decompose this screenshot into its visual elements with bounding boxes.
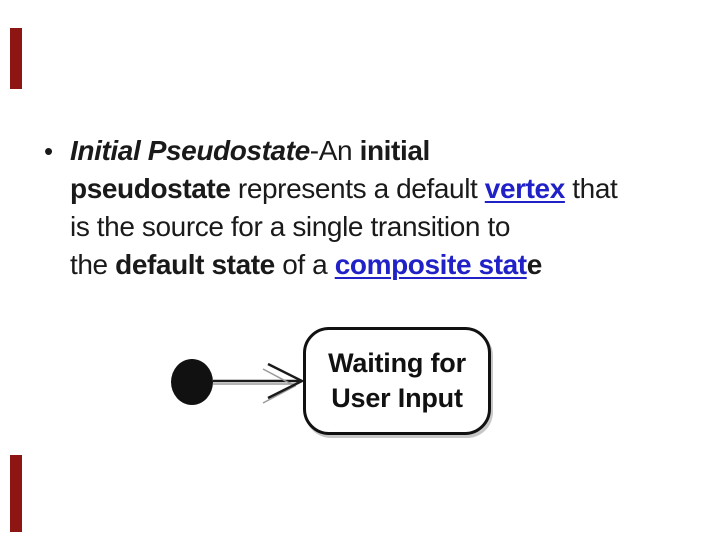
state-box-waiting-for-user-input: Waiting for User Input: [303, 327, 491, 435]
state-name-line-1: Waiting for: [328, 348, 466, 378]
line4-bold-default-state: default state: [115, 249, 275, 280]
line1-bold-initial: initial: [359, 135, 431, 166]
initial-pseudostate-and-transition: [171, 359, 305, 405]
bullet-item: • Initial Pseudostate-An initial pseudost…: [44, 132, 618, 284]
initial-pseudostate-circle: [171, 359, 213, 405]
term-initial-pseudostate: Initial Pseudostate: [70, 135, 310, 166]
line3-plain-text: is the source for a single transition to: [70, 211, 511, 242]
vertex-link[interactable]: vertex: [484, 173, 566, 204]
arrowhead-shadow: [262, 368, 297, 404]
accent-bar-bottom: [10, 455, 22, 532]
line4-bold-tail-e: e: [526, 249, 543, 280]
line1-plain-text: -An: [309, 135, 360, 166]
line4-plain-text-1: the: [70, 249, 116, 280]
line2-bold-pseudostate: pseudostate: [70, 173, 231, 204]
definition-paragraph: Initial Pseudostate-An initial pseudostat…: [70, 132, 618, 284]
bullet-marker: •: [44, 136, 54, 166]
line2-plain-text-1: represents a default: [230, 173, 485, 204]
line4-plain-text-2: of a: [274, 249, 335, 280]
line2-plain-text-2: that: [564, 173, 618, 204]
state-name-line-2: User Input: [331, 383, 463, 413]
composite-state-link[interactable]: composite stat: [334, 249, 527, 280]
arrowhead-icon: [267, 362, 305, 400]
accent-bar-top: [10, 28, 22, 89]
